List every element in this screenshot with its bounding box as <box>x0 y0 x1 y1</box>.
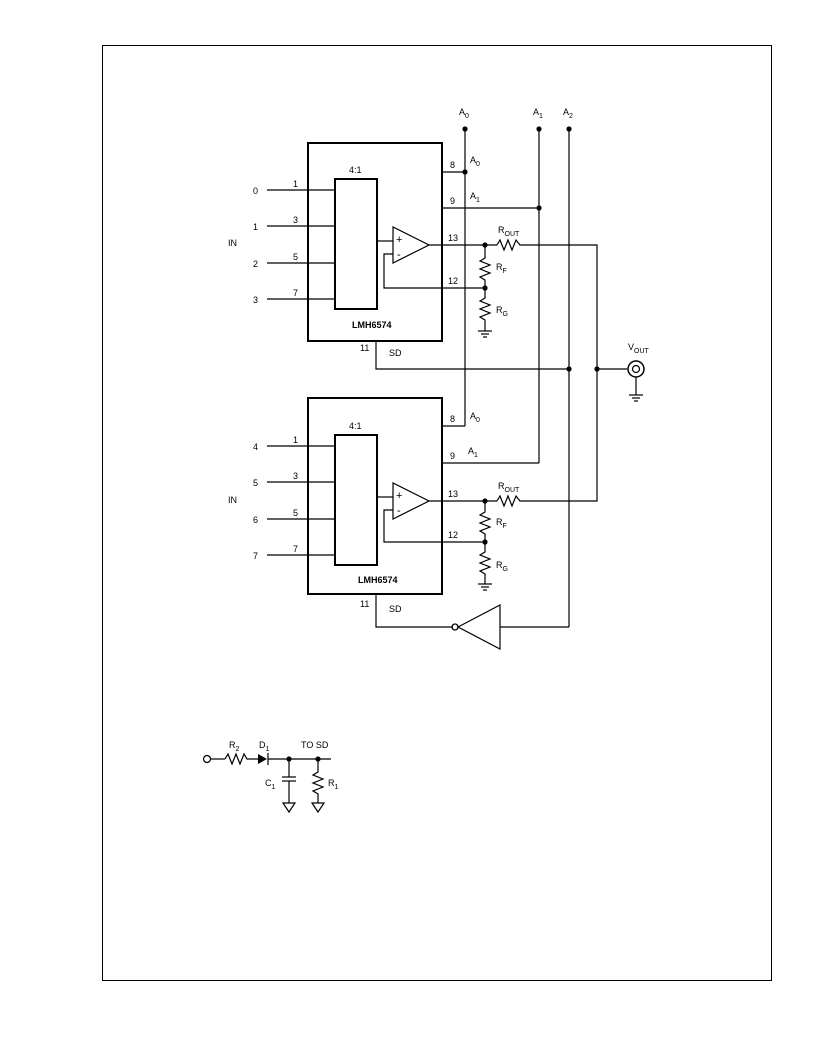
lower-rg-resistor <box>478 542 492 584</box>
c1-ground-icon <box>281 802 297 814</box>
upper-input-channel-2: 2 <box>253 259 258 269</box>
lower-rg-label: RG <box>496 560 508 573</box>
upper-rg-label: RG <box>496 305 508 318</box>
lower-chip-label: LMH6574 <box>358 575 398 585</box>
a1-line-label: A1 <box>533 107 543 120</box>
a0-line-label: A0 <box>459 107 469 120</box>
upper-chip-label: LMH6574 <box>352 320 392 330</box>
upper-input-channel-1: 1 <box>253 222 258 232</box>
lower-ground-icon <box>478 583 492 591</box>
lower-mux-label: 4:1 <box>349 421 362 431</box>
lower-input-channel-7: 7 <box>253 551 258 561</box>
upper-mux-switch <box>334 178 378 310</box>
r2-resistor <box>224 752 258 766</box>
upper-opamp <box>392 226 431 264</box>
address-lines: A0 A1 A2 <box>459 107 573 627</box>
d1-diode-icon <box>258 753 269 765</box>
lower-pin-13: 13 <box>448 489 458 499</box>
lower-pin-12: 12 <box>448 530 458 540</box>
upper-pin-13: 13 <box>448 233 458 243</box>
c1-label: C1 <box>265 778 276 791</box>
lower-input-pin-3: 3 <box>293 471 298 481</box>
upper-input-pin-5: 5 <box>293 252 298 262</box>
upper-input-pin-7: 7 <box>293 288 298 298</box>
upper-opamp-plus: + <box>396 234 402 246</box>
lower-mux-block: 4:1 LMH6574 IN 4 5 6 7 1 3 5 7 + - 8 A0 … <box>228 369 598 650</box>
sd-input-terminal <box>202 754 212 764</box>
upper-sd-label: SD <box>389 348 402 358</box>
upper-pin-a1-label: A1 <box>470 191 480 204</box>
lower-pin-a0-label: A0 <box>470 411 480 424</box>
lower-input-channel-6: 6 <box>253 515 258 525</box>
upper-ground-icon <box>478 330 492 338</box>
lower-rf-label: RF <box>496 517 507 530</box>
lower-rout-label: ROUT <box>498 481 520 494</box>
upper-mux-block: 4:1 LMH6574 IN 0 1 2 3 1 3 5 7 + - 8 A0 … <box>228 142 598 372</box>
upper-pin-9: 9 <box>450 196 455 206</box>
upper-rf-label: RF <box>496 262 507 275</box>
to-sd-label: TO SD <box>301 740 329 750</box>
upper-pin-12: 12 <box>448 276 458 286</box>
lower-pin-11: 11 <box>360 599 369 609</box>
page-frame <box>102 45 772 981</box>
lower-sd-label: SD <box>389 604 402 614</box>
lower-input-pin-1: 1 <box>293 435 298 445</box>
r1-label: R1 <box>328 778 339 791</box>
output-ground-icon <box>629 394 643 402</box>
inverter-gate-icon <box>451 604 501 650</box>
upper-input-pin-3: 3 <box>293 215 298 225</box>
upper-rg-resistor <box>478 288 492 331</box>
r1-resistor <box>311 759 325 803</box>
upper-chip-body <box>307 142 443 342</box>
lower-input-channel-5: 5 <box>253 478 258 488</box>
lower-rf-resistor <box>478 501 492 542</box>
upper-input-channel-0: 0 <box>253 186 258 196</box>
upper-pin-11: 11 <box>360 343 369 353</box>
upper-input-channel-3: 3 <box>253 295 258 305</box>
d1-label: D1 <box>259 740 270 753</box>
vout-label: VOUT <box>628 342 650 355</box>
upper-input-pin-1: 1 <box>293 179 298 189</box>
a2-line-label: A2 <box>563 107 573 120</box>
lower-opamp-plus: + <box>396 490 402 502</box>
lower-opamp-minus: - <box>397 505 401 517</box>
upper-pin-a0-label: A0 <box>470 155 480 168</box>
output-connector-icon <box>627 360 645 378</box>
lower-input-channel-4: 4 <box>253 442 258 452</box>
lower-input-pin-5: 5 <box>293 508 298 518</box>
r2-label: R2 <box>229 740 240 753</box>
upper-rout-resistor <box>496 238 598 369</box>
lower-pin-a1-label: A1 <box>468 446 478 459</box>
lower-in-label: IN <box>228 495 237 505</box>
lower-mux-switch <box>334 434 378 566</box>
upper-in-label: IN <box>228 238 237 248</box>
upper-rout-label: ROUT <box>498 225 520 238</box>
lower-opamp <box>392 482 431 520</box>
upper-mux-label: 4:1 <box>349 165 362 175</box>
lower-pin-8: 8 <box>450 414 455 424</box>
lower-pin-9: 9 <box>450 451 455 461</box>
lower-rout-resistor <box>496 369 598 508</box>
lower-chip-body <box>307 397 443 595</box>
output-node: VOUT <box>594 342 650 402</box>
upper-rf-resistor <box>478 245 492 288</box>
shutdown-drive-circuit: R2 D1 TO SD C1 R1 <box>202 740 339 814</box>
r1-ground-icon <box>310 802 326 814</box>
upper-pin-8: 8 <box>450 160 455 170</box>
lower-input-pin-7: 7 <box>293 544 298 554</box>
upper-opamp-minus: - <box>397 249 401 261</box>
